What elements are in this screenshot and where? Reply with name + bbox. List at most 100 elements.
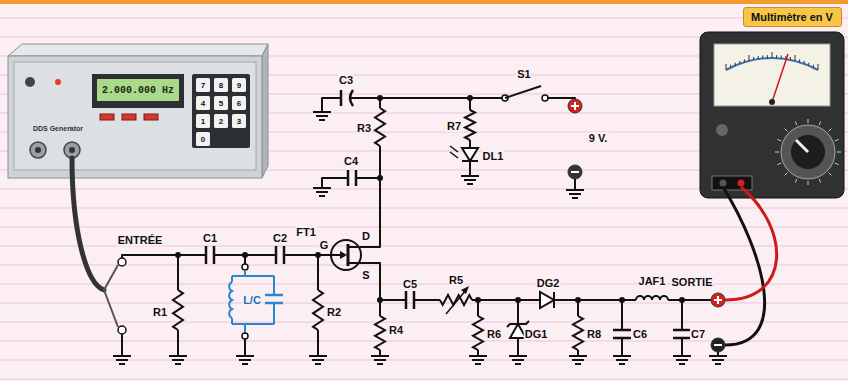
bnc-connector: [69, 147, 75, 153]
scale-tick: [739, 61, 740, 64]
ground-symbol: [319, 195, 325, 197]
knob-pointer: [796, 140, 808, 152]
wire: [356, 177, 380, 179]
part-label: R8: [586, 328, 602, 340]
wire: [380, 299, 406, 301]
wire: [232, 323, 274, 325]
ground-symbol: [242, 363, 248, 365]
keypad-digit: 4: [201, 99, 205, 108]
resistor-symbol: [375, 108, 385, 146]
part-label: C4: [343, 155, 359, 167]
red-button: [144, 114, 158, 120]
keypad-digit: 8: [219, 81, 223, 90]
ground-symbol: [709, 355, 727, 357]
ground-symbol: [175, 363, 181, 365]
scale-tick: [813, 65, 814, 68]
wire: [317, 255, 319, 290]
wire: [273, 303, 275, 324]
wire: [244, 339, 246, 356]
resistor-symbol: [473, 316, 483, 350]
led-symbol: [462, 148, 478, 161]
display-readout: 2.000.000 Hz: [102, 85, 174, 96]
knob-tick: [835, 163, 839, 165]
keypad-digit: 2: [219, 117, 223, 126]
wire: [322, 178, 348, 188]
part-label: C5: [402, 278, 418, 290]
scale-tick: [776, 55, 777, 58]
test-lead-red: [725, 187, 777, 300]
keypad-digit: 6: [237, 99, 241, 108]
wire: [232, 275, 274, 277]
ground-symbol: [236, 355, 254, 357]
knob-tick: [808, 181, 809, 185]
wire: [177, 255, 179, 290]
ground-symbol: [469, 355, 487, 357]
wire: [577, 300, 579, 316]
wire: [177, 330, 179, 356]
capacitor-symbol: [340, 90, 343, 106]
terminal: [118, 258, 126, 266]
ground-symbol: [239, 359, 251, 361]
inductor-symbol: [229, 282, 232, 318]
wire: [121, 334, 123, 356]
ground-symbol: [566, 189, 584, 191]
capacitor-symbol: [265, 294, 283, 297]
scale-tick: [772, 52, 773, 58]
wire: [681, 300, 683, 330]
scale-tick: [804, 61, 805, 64]
potentiometer-arrow: [446, 290, 466, 314]
knob-tick: [829, 173, 832, 176]
ground-symbol: [575, 363, 581, 365]
meter-title: Multimètre en V: [751, 11, 834, 23]
drawing: [8, 32, 844, 364]
jack: [720, 180, 727, 187]
part-label: S1: [516, 68, 531, 80]
key: [196, 114, 210, 128]
ground-symbol: [313, 111, 331, 113]
knob-tick: [837, 152, 841, 153]
ground-symbol: [467, 183, 473, 185]
wire: [349, 263, 380, 300]
part-label: R2: [326, 306, 342, 318]
wire: [379, 98, 381, 108]
wire: [350, 97, 505, 99]
part-label: C1: [202, 232, 218, 244]
wire: [517, 300, 519, 324]
wire: [469, 140, 471, 148]
wire: [472, 299, 540, 301]
resistor-symbol: [375, 316, 385, 350]
part-label: S: [361, 269, 370, 281]
wire: [244, 324, 246, 333]
key: [214, 96, 228, 110]
ground-symbol: [374, 359, 386, 361]
bnc-connector: [30, 142, 46, 158]
terminal: [711, 293, 725, 307]
scale-tick: [799, 59, 800, 62]
fet-gate-arrow: [340, 251, 347, 259]
wire: [621, 338, 623, 356]
resistor-symbol: [313, 290, 323, 330]
wire: [621, 300, 623, 330]
wire: [317, 330, 319, 356]
ground-symbol: [619, 363, 625, 365]
capacitor-symbol: [673, 329, 691, 332]
knob-tick: [829, 129, 832, 132]
ground-symbol: [464, 179, 476, 181]
knob-tick: [835, 139, 839, 141]
terminal: [542, 95, 548, 101]
knob-tick: [778, 163, 782, 165]
keypad-digit: 7: [201, 81, 205, 90]
part-label: 9 V.: [588, 132, 609, 144]
ground-symbol: [119, 363, 125, 365]
terminal: [568, 165, 582, 179]
ground-symbol: [377, 363, 383, 365]
ground-symbol: [313, 187, 331, 189]
front-panel: [14, 62, 256, 170]
wire: [379, 300, 381, 316]
ground-symbol: [461, 175, 479, 177]
knob-tick: [819, 179, 821, 183]
led-light-arrow: [450, 152, 458, 158]
knob-tick: [795, 179, 797, 183]
ground-symbol: [316, 115, 328, 117]
